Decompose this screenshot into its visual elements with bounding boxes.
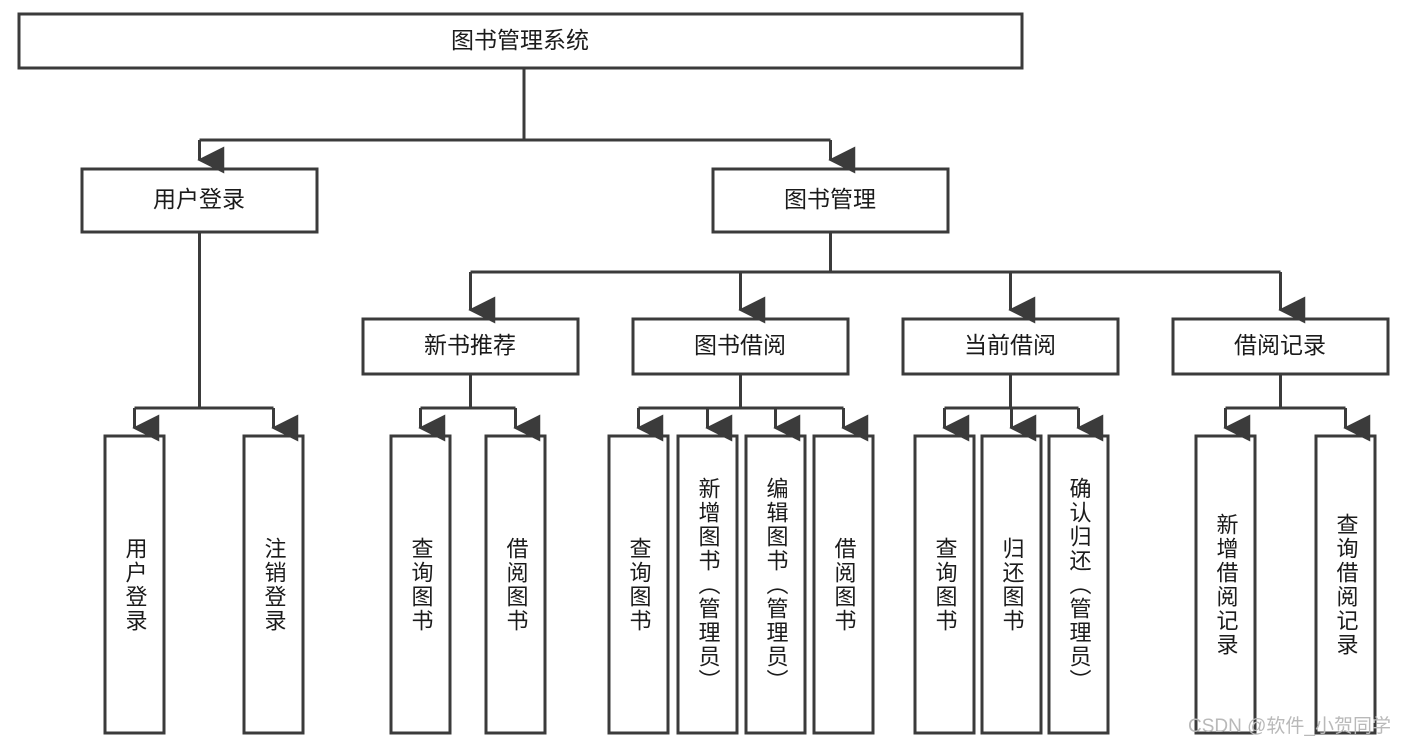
node-new-book-recommend-label: 新书推荐 — [424, 332, 516, 358]
leaf-box-current-borrow-0[interactable] — [913, 434, 976, 735]
leaf-box-borrow-record-0[interactable] — [1194, 434, 1257, 735]
leaf-box-current-borrow-1[interactable] — [980, 434, 1043, 735]
leaf-box-user-login-1[interactable] — [242, 434, 305, 735]
leaf-box-borrow-record-1[interactable] — [1314, 434, 1377, 735]
leaf-box-current-borrow-2[interactable] — [1047, 434, 1110, 735]
node-borrow-record-label: 借阅记录 — [1234, 332, 1326, 358]
node-new-book-recommend[interactable] — [361, 317, 580, 376]
leaf-box-new-book-0[interactable] — [389, 434, 452, 735]
leaf-box-user-login-0[interactable] — [103, 434, 166, 735]
node-current-borrow[interactable] — [901, 317, 1120, 376]
leaf-box-book-borrow-1[interactable] — [676, 434, 739, 735]
watermark: CSDN @软件_小贺同学 — [1188, 716, 1391, 737]
leaf-box-book-borrow-3[interactable] — [812, 434, 875, 735]
node-root[interactable] — [17, 12, 1024, 70]
node-current-borrow-label: 当前借阅 — [964, 332, 1056, 358]
node-book-borrow-label: 图书借阅 — [694, 332, 786, 358]
node-book-manage-label: 图书管理 — [784, 186, 876, 212]
leaf-box-book-borrow-0[interactable] — [607, 434, 670, 735]
node-user-login-label: 用户登录 — [153, 186, 245, 212]
leaf-box-new-book-1[interactable] — [484, 434, 547, 735]
leaf-box-book-borrow-2[interactable] — [744, 434, 807, 735]
node-root-label: 图书管理系统 — [451, 27, 589, 53]
node-user-login[interactable] — [80, 167, 319, 234]
